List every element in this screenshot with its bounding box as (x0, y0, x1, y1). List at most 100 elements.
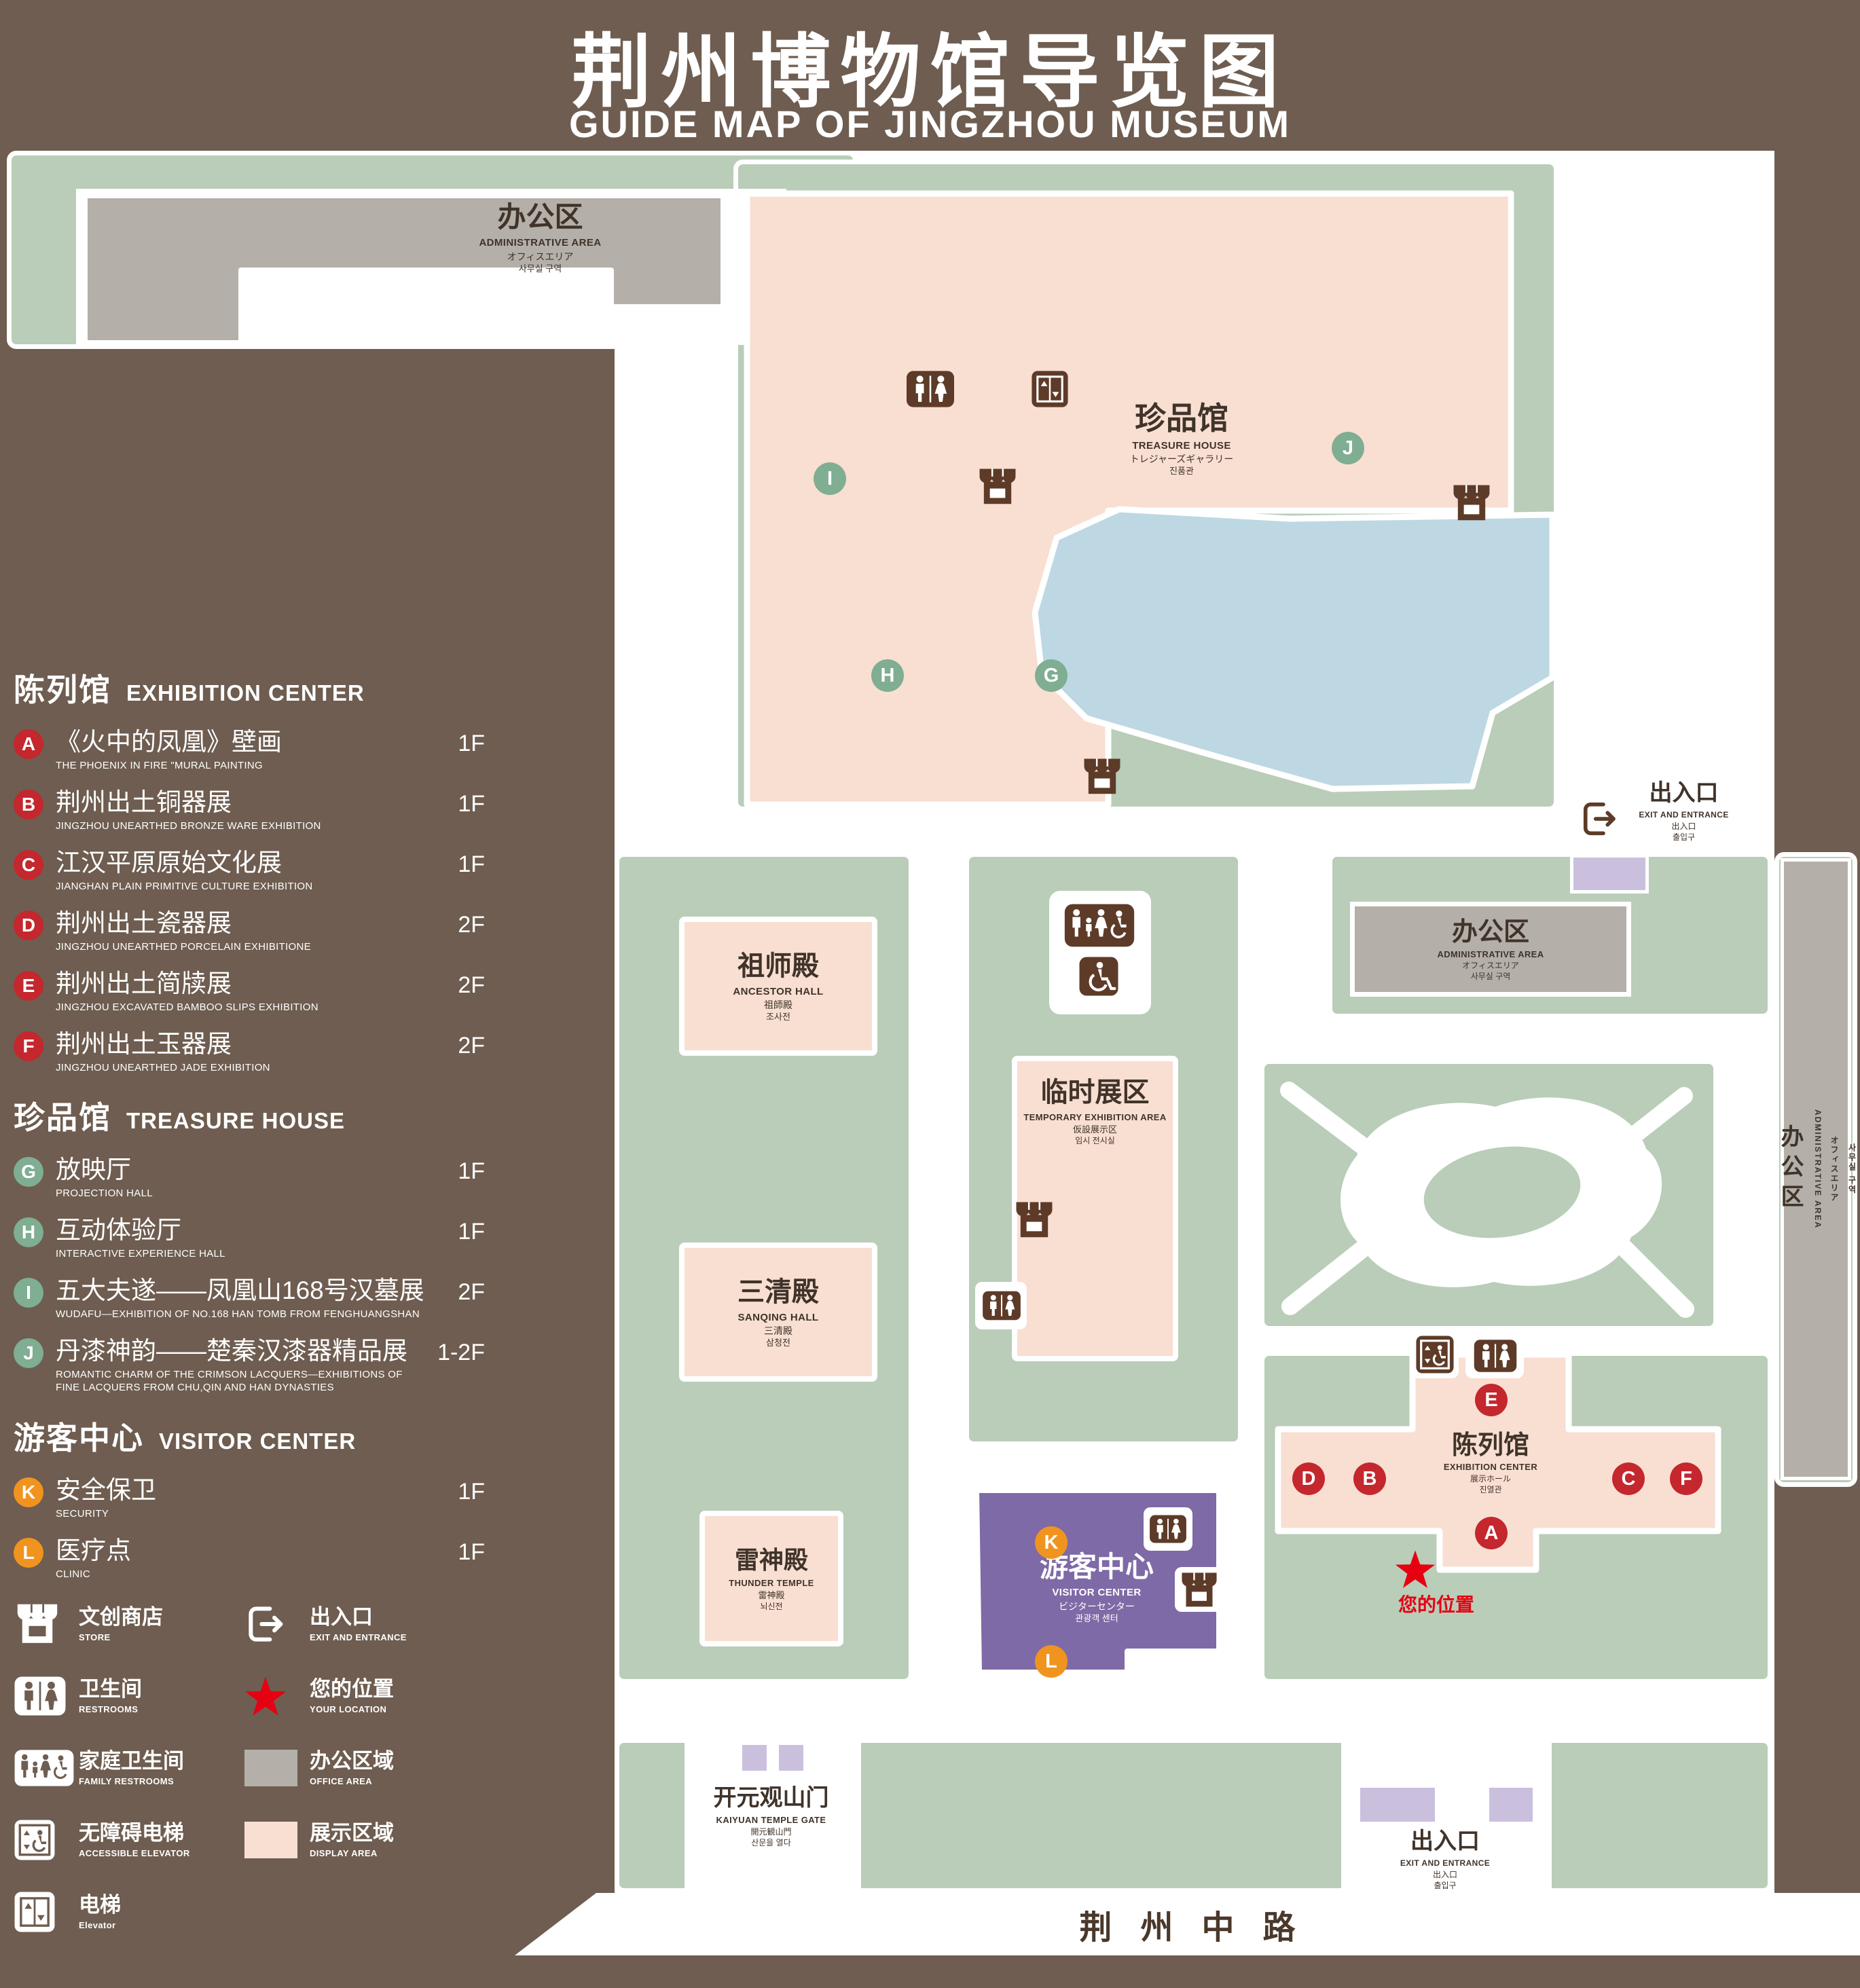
map-marker-H: H (871, 659, 904, 692)
item-name-en: JINGZHOU UNEARTHED BRONZE WARE EXHIBITIO… (56, 820, 321, 832)
pond-shape (1032, 506, 1556, 792)
list-item-C: C 江汉平原原始文化展 JIANGHAN PLAIN PRIMITIVE CUL… (14, 849, 504, 893)
item-name-zh: 荆州出土简牍展 (56, 970, 232, 998)
marker-badge: L (14, 1538, 43, 1568)
section-title-zh: 陈列馆 (14, 672, 111, 707)
floor-label: 1-2F (437, 1340, 485, 1366)
label-zh: 办公区 (497, 201, 583, 233)
label-zh: 开元观山门 (713, 1785, 829, 1811)
sidebar: 陈列馆 EXHIBITION CENTER A 《火中的凤凰》壁画 THE PH… (14, 665, 504, 1597)
label-exit-east: 出入口 EXIT AND ENTRANCE 出入口 출입구 (1624, 779, 1743, 842)
store-icon (1451, 483, 1493, 523)
label-ko: 산문을 열다 (751, 1837, 791, 1847)
floor-label: 1F (458, 851, 485, 878)
label-en: ADMINISTRATIVE AREA (1813, 1109, 1823, 1229)
legend-accessible-elevator: 无障碍电梯 ACCESSIBLE ELEVATOR (14, 1816, 238, 1864)
entrance-pad-south-2 (1486, 1784, 1536, 1825)
label-zh: 三清殿 (737, 1276, 819, 1307)
label-ko: 출입구 (1434, 1880, 1457, 1890)
restrooms-icon (905, 370, 956, 408)
item-name-en: INTERACTIVE EXPERIENCE HALL (56, 1247, 225, 1259)
legend-zh: 家庭卫生间 (79, 1749, 184, 1773)
legend-text: 办公区域 OFFICE AREA (310, 1750, 394, 1786)
label-ja: 雷神殿 (758, 1590, 785, 1601)
floor-label: 1F (458, 1158, 485, 1185)
map-marker-B: B (1353, 1462, 1386, 1495)
garden-island (1423, 1146, 1581, 1238)
list-item-D: D 荆州出土瓷器展 JINGZHOU UNEARTHED PORCELAIN E… (14, 909, 504, 953)
item-text: 《火中的凤凰》壁画 THE PHOENIX IN FIRE "MURAL PAI… (56, 728, 282, 772)
item-name-en: THE PHOENIX IN FIRE "MURAL PAINTING (56, 759, 263, 771)
section-title-zh: 游客中心 (14, 1420, 144, 1456)
label-admin-mid: 办公区 ADMINISTRATIVE AREA オフィスエリア 사무실 구역 (1437, 917, 1544, 981)
legend-text: 文创商店 STORE (79, 1606, 163, 1642)
item-name-en: WUDAFU—EXHIBITION OF NO.168 HAN TOMB FRO… (56, 1308, 420, 1320)
legend-office-area: 办公区域 OFFICE AREA (244, 1744, 504, 1792)
garden-walk-1 (1280, 1082, 1381, 1162)
elevator-icon (1031, 370, 1069, 408)
label-ja: 開元観山門 (750, 1827, 792, 1837)
item-name-en: JIANGHAN PLAIN PRIMITIVE CULTURE EXHIBIT… (56, 880, 313, 892)
map-marker-C: C (1612, 1462, 1645, 1495)
legend-zh: 办公区域 (310, 1749, 394, 1773)
legend-en: RESTROOMS (79, 1704, 139, 1714)
elevator-icon (14, 1891, 79, 1933)
list-item-E: E 荆州出土简牍展 JINGZHOU EXCAVATED BAMBOO SLIP… (14, 970, 504, 1014)
label-temporary-area: 临时展区 TEMPORARY EXHIBITION AREA 仮設展示区 임시 … (1023, 1076, 1166, 1145)
marker-badge: C (14, 850, 43, 881)
label-en: SANQING HALL (737, 1311, 819, 1323)
label-visitor-center: 游客中心 VISITOR CENTER ビジターセンター 관광객 센터 (991, 1549, 1202, 1623)
marker-badge: I (14, 1278, 43, 1308)
item-name-zh: 荆州出土瓷器展 (56, 909, 232, 938)
label-ancestor-hall: 祖师殿 ANCESTOR HALL 祖師殿 조사전 (733, 950, 823, 1023)
label-ko: 진열관 (1479, 1484, 1502, 1494)
label-en: TEMPORARY EXHIBITION AREA (1023, 1111, 1167, 1122)
label-exhibition-center: 陈列馆 EXHIBITION CENTER 展示ホール 진열관 (1385, 1430, 1596, 1494)
label-exit-south: 出入口 EXIT AND ENTRANCE 出入口 출입구 (1384, 1828, 1506, 1890)
legend-en: DISPLAY AREA (310, 1847, 378, 1858)
marker-badge: K (14, 1477, 43, 1507)
store-icon (977, 467, 1019, 507)
map-marker-F: F (1670, 1462, 1702, 1495)
legend-display-area: 展示区域 DISPLAY AREA (244, 1816, 504, 1864)
item-name-en: JINGZHOU UNEARTHED PORCELAIN EXHIBITIONE (56, 940, 311, 953)
legend-zh: 文创商店 (79, 1605, 163, 1630)
marker-badge: F (14, 1031, 43, 1062)
map-marker-J: J (1332, 432, 1364, 464)
garden-walk-2 (1611, 1087, 1693, 1155)
building-admin-mid: 办公区 ADMINISTRATIVE AREA オフィスエリア 사무실 구역 (1350, 902, 1631, 997)
store-icon (1081, 757, 1123, 796)
legend-text: 家庭卫生间 FAMILY RESTROOMS (79, 1750, 184, 1786)
marker-badge: A (14, 729, 43, 759)
section-title-zh: 珍品馆 (14, 1100, 111, 1136)
label-zh: 珍品馆 (1135, 401, 1228, 436)
section-exhibition-center: 陈列馆 EXHIBITION CENTER (14, 665, 504, 710)
floor-label: 2F (458, 1033, 485, 1059)
label-admin-right: 办公区 ADMINISTRATIVE AREA オフィスエリア 사무실 구역 (1777, 858, 1857, 1480)
accessible-elevator-icon (14, 1819, 79, 1861)
exit-icon (244, 1602, 310, 1646)
label-ko: 사무실 구역 (1847, 1143, 1857, 1195)
section-visitor-center: 游客中心 VISITOR CENTER (14, 1414, 504, 1458)
legend-text: 电梯 Elevator (79, 1894, 121, 1930)
item-name-en: ROMANTIC CHARM OF THE CRIMSON LACQUERS—E… (56, 1368, 403, 1394)
label-en: EXHIBITION CENTER (1443, 1462, 1538, 1473)
label-ja: オフィスエリア (507, 251, 574, 262)
item-name-zh: 《火中的凤凰》壁画 (56, 728, 282, 756)
your-location-star-icon (244, 1676, 310, 1716)
list-item-K: K 安全保卫 SECURITY 1F (14, 1476, 504, 1520)
legend-en: OFFICE AREA (310, 1775, 373, 1786)
map-marker-A: A (1475, 1517, 1508, 1549)
label-en: EXIT AND ENTRANCE (1400, 1858, 1491, 1869)
item-name-en: JINGZHOU UNEARTHED JADE EXHIBITION (56, 1061, 270, 1073)
family-restrooms-icon (1059, 903, 1139, 948)
family-restrooms-icon (14, 1749, 79, 1787)
legend-zh: 电梯 (79, 1893, 121, 1917)
entrance-pad-south-1 (1357, 1784, 1438, 1825)
your-location-label: 您的位置 (1398, 1594, 1474, 1615)
page-title: 荆州博物馆导览图 (571, 28, 1289, 117)
legend-zh: 无障碍电梯 (79, 1821, 184, 1845)
item-text: 五大夫遂——凤凰山168号汉墓展 WUDAFU—EXHIBITION OF NO… (56, 1276, 424, 1321)
list-item-G: G 放映厅 PROJECTION HALL 1F (14, 1156, 504, 1200)
legend-en: EXIT AND ENTRANCE (310, 1632, 407, 1642)
